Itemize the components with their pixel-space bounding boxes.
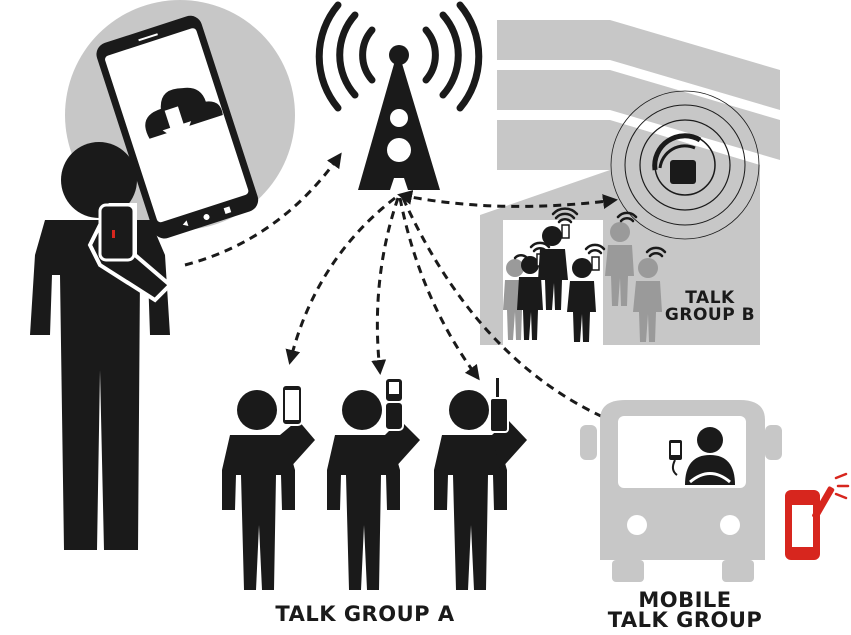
dispatcher-person	[30, 142, 173, 550]
broadcast-signal-icon	[610, 90, 760, 240]
talk-group-a-person-2	[327, 377, 420, 590]
person-b3	[538, 224, 570, 310]
talk-group-a-person-3	[434, 378, 527, 590]
person-b6	[633, 258, 662, 342]
red-phone-icon	[785, 472, 850, 560]
bus-driver	[685, 427, 735, 485]
smartphone-icon	[96, 15, 259, 239]
talk-group-b-label-line2: GROUP B	[664, 305, 756, 325]
smartphone-icon	[281, 384, 303, 426]
person-b2	[517, 253, 545, 340]
cloud-download-icon	[145, 87, 223, 144]
arrow-tower-to-person-a3	[398, 197, 480, 381]
talk-group-b-label-line1: TALK	[685, 288, 735, 308]
talk-group-b-people	[503, 207, 667, 342]
bus-icon	[580, 400, 782, 582]
cell-tower-icon	[315, 1, 483, 190]
person-b5	[605, 222, 634, 306]
arrow-dispatcher-to-tower	[184, 152, 342, 267]
arrow-tower-to-person-a2	[371, 197, 400, 375]
arrow-tower-to-person-a1	[285, 196, 396, 365]
wifi-signal-icon	[513, 207, 667, 260]
arrow-tower-to-group-b	[397, 189, 618, 209]
mobile-talk-group-label-line2: TALK GROUP	[607, 608, 763, 632]
talk-group-a-person-1	[222, 384, 315, 590]
flip-phone-icon	[384, 377, 404, 431]
mobile-talk-group-label-line1: MOBILE	[638, 588, 732, 612]
person-b4	[567, 256, 600, 342]
talk-group-a-label: TALK GROUP A	[275, 602, 455, 626]
radio-icon	[489, 378, 509, 433]
smartphone-icon	[669, 440, 682, 476]
